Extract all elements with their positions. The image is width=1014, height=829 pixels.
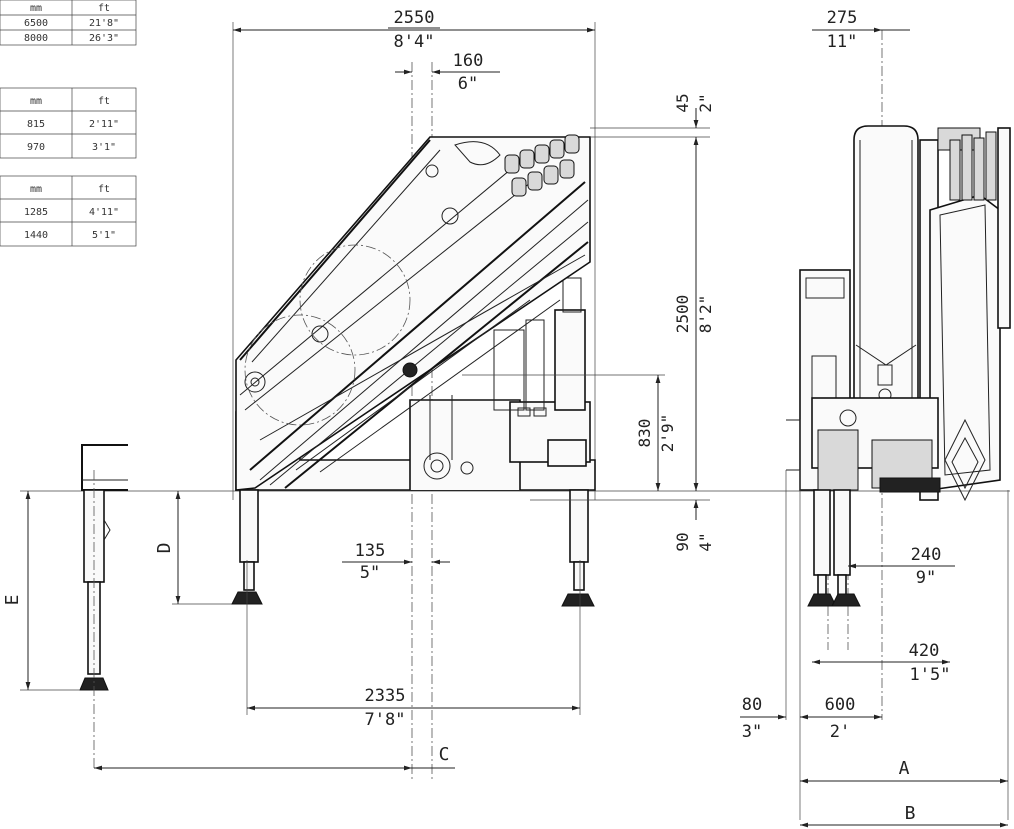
table-3-cell: 4'11" bbox=[89, 207, 119, 218]
dimension-table-2: mm ft 815 2'11" 970 3'1" bbox=[0, 87, 137, 159]
table-3-header-ft: ft bbox=[98, 184, 110, 195]
dimension-e-label: E bbox=[2, 595, 23, 606]
dimension-c-label: C bbox=[439, 744, 450, 765]
dim-830-ft: 2'9" bbox=[658, 414, 677, 453]
stabilizer-leg-detail bbox=[79, 444, 128, 770]
dim-45-mm: 45 bbox=[673, 93, 692, 112]
crane-front-view bbox=[231, 22, 596, 780]
dim-2550-ft: 8'4" bbox=[394, 32, 435, 52]
dim-45-ft: 2" bbox=[696, 93, 715, 112]
dim-830-mm: 830 bbox=[635, 419, 654, 448]
dim-2500-mm: 2500 bbox=[673, 295, 692, 334]
dim-240-ft: 9" bbox=[916, 568, 936, 588]
dim-600-mm: 600 bbox=[825, 695, 856, 715]
dim-90-mm: 90 bbox=[673, 532, 692, 551]
table-3-cell: 1285 bbox=[24, 207, 48, 218]
crane-side-view bbox=[785, 30, 1011, 820]
table-1-cell: 21'8" bbox=[89, 18, 119, 29]
table-1-cell: 8000 bbox=[24, 33, 48, 44]
dim-80-mm: 80 bbox=[742, 695, 762, 715]
dim-90-ft: 4" bbox=[696, 532, 715, 551]
dim-2550-mm: 2550 bbox=[394, 8, 435, 28]
table-2-cell: 2'11" bbox=[89, 119, 119, 130]
dimension-table-1: mm ft 6500 21'8" 8000 26'3" bbox=[0, 0, 137, 46]
dimension-table-3: mm ft 1285 4'11" 1440 5'1" bbox=[0, 175, 137, 247]
table-2-cell: 815 bbox=[27, 119, 45, 130]
dim-80-ft: 3" bbox=[742, 722, 762, 742]
dim-2335-ft: 7'8" bbox=[365, 710, 406, 730]
dim-420-ft: 1'5" bbox=[910, 665, 951, 685]
table-1-cell: 6500 bbox=[24, 18, 48, 29]
dim-135-ft: 5" bbox=[360, 563, 380, 583]
table-2-header-ft: ft bbox=[98, 96, 110, 107]
table-1-cell: 26'3" bbox=[89, 33, 119, 44]
dim-240-mm: 240 bbox=[911, 545, 942, 565]
table-3-cell: 1440 bbox=[24, 230, 48, 241]
table-1-header-mm: mm bbox=[30, 3, 42, 14]
dim-600-ft: 2' bbox=[830, 722, 850, 742]
table-2-cell: 970 bbox=[27, 142, 45, 153]
dim-275-mm: 275 bbox=[827, 8, 858, 28]
table-3-cell: 5'1" bbox=[92, 230, 116, 241]
dimension-b-label: B bbox=[905, 803, 916, 824]
dim-275-ft: 11" bbox=[827, 32, 858, 52]
dim-2335-mm: 2335 bbox=[365, 686, 406, 706]
table-3-header-mm: mm bbox=[30, 184, 42, 195]
table-2-cell: 3'1" bbox=[92, 142, 116, 153]
table-1-header-ft: ft bbox=[98, 3, 110, 14]
dim-135-mm: 135 bbox=[355, 541, 386, 561]
dim-160-ft: 6" bbox=[458, 74, 478, 94]
dimension-a-label: A bbox=[899, 758, 910, 779]
dim-160-mm: 160 bbox=[453, 51, 484, 71]
dimension-d-label: D bbox=[154, 543, 175, 554]
dim-2500-ft: 8'2" bbox=[696, 295, 715, 334]
table-2-header-mm: mm bbox=[30, 96, 42, 107]
dim-420-mm: 420 bbox=[909, 641, 940, 661]
